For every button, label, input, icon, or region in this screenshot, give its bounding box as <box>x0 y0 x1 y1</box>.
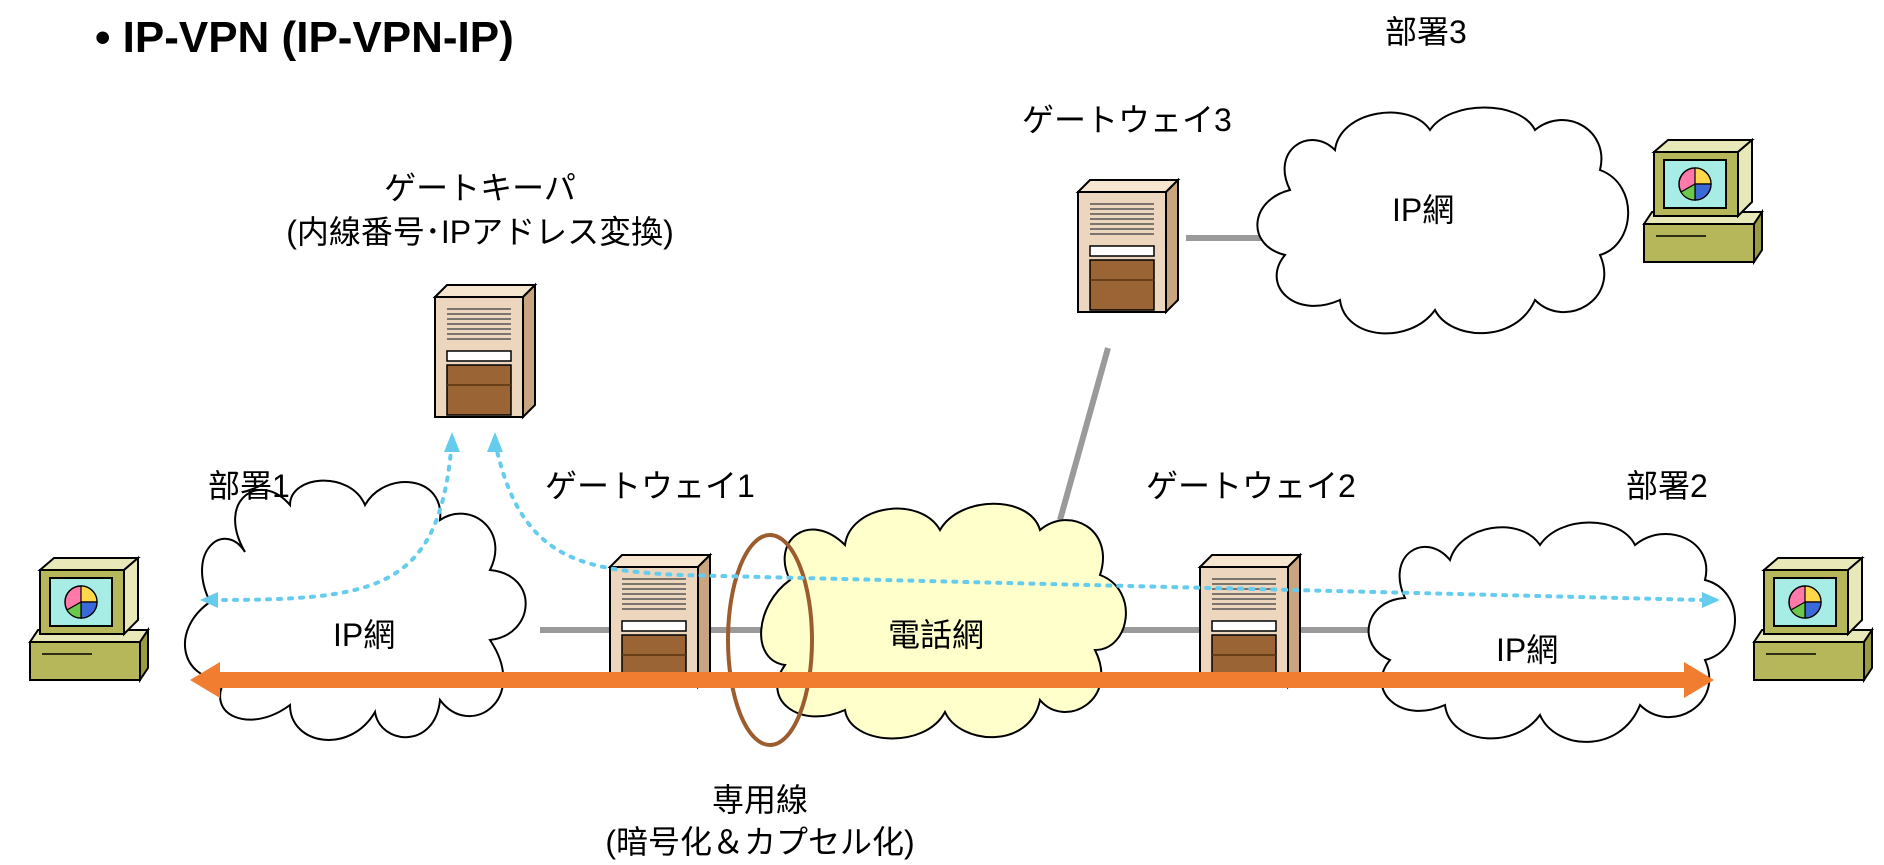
computer-icon <box>1643 139 1763 263</box>
label-ipnet2: IP網 <box>1496 632 1559 668</box>
cloud-icon <box>1256 106 1630 335</box>
arrowhead-gatekeeper-left <box>444 432 460 452</box>
link-phone-gw3 <box>1057 347 1111 521</box>
cloud-ipnet1 <box>184 479 527 741</box>
label-leased-line: 専用線 <box>711 782 808 818</box>
cloud-ipnet3 <box>1256 106 1630 335</box>
arrowhead-dept2 <box>1702 592 1720 608</box>
label-phone-network: 電話網 <box>888 617 985 653</box>
label-gatekeeper-desc: (内線番号･IPアドレス変換) <box>286 214 674 250</box>
label-gateway3: ゲートウェイ3 <box>1022 102 1232 138</box>
label-gateway1: ゲートウェイ1 <box>545 468 755 504</box>
signalling-paths <box>210 438 1704 602</box>
dotted-path-gatekeeper-dept2 <box>493 440 1704 602</box>
label-dept1: 部署1 <box>208 468 290 504</box>
dotted-path-dept1-gatekeeper <box>210 438 454 602</box>
label-leased-desc: (暗号化＆カプセル化) <box>605 824 915 860</box>
arrowhead-gatekeeper-right <box>487 432 503 452</box>
encrypted-tunnel-arrow <box>190 662 1714 698</box>
server-icon <box>434 284 536 418</box>
label-gatekeeper: ゲートキーパ <box>384 170 576 206</box>
page-title: • IP-VPN (IP-VPN-IP) <box>95 10 514 65</box>
server-icon <box>1199 554 1301 688</box>
label-dept3: 部署3 <box>1385 14 1467 50</box>
computer-icon <box>1753 557 1873 681</box>
label-gateway2: ゲートウェイ2 <box>1146 468 1356 504</box>
title-bullet: • <box>95 13 111 62</box>
label-ipnet3: IP網 <box>1392 192 1455 228</box>
leased-line-ring <box>726 533 814 747</box>
computer-icon <box>29 557 149 681</box>
label-dept2: 部署2 <box>1626 468 1708 504</box>
arrowhead-dept1 <box>200 592 218 608</box>
title-text: IP-VPN (IP-VPN-IP) <box>122 13 514 62</box>
cloud-icon <box>184 479 527 741</box>
server-icon <box>1077 179 1179 313</box>
label-ipnet1: IP網 <box>333 617 396 653</box>
